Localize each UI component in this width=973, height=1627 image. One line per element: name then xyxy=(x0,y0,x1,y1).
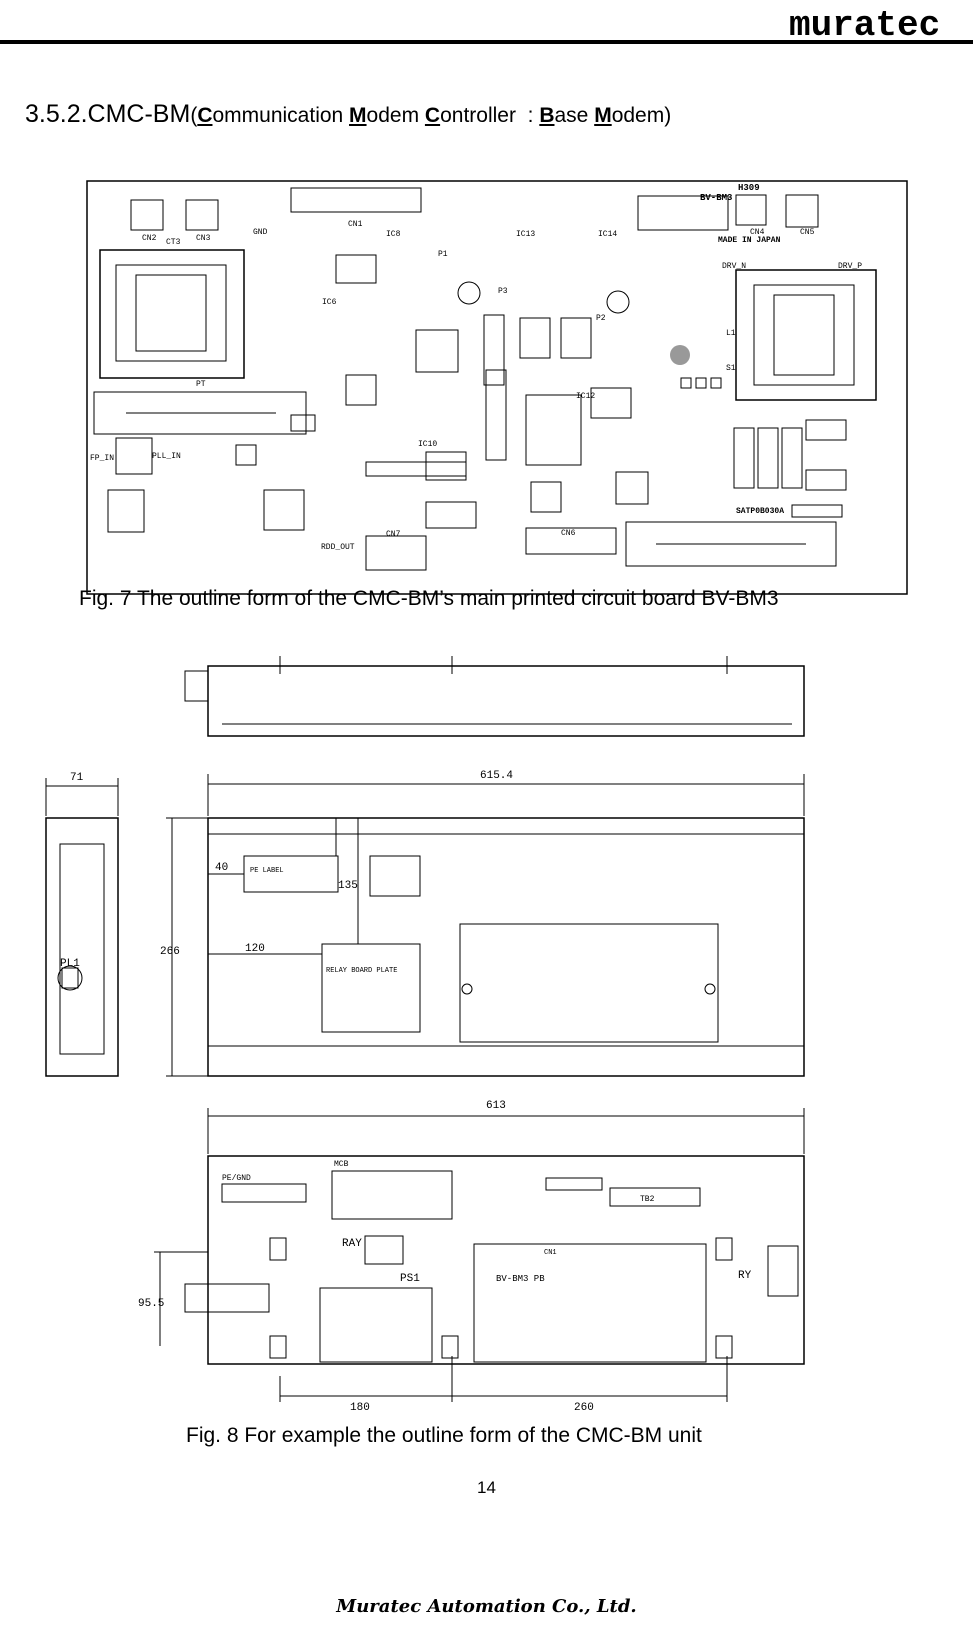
initial-b: B xyxy=(539,104,555,127)
pcb-label-cn3: CN3 xyxy=(196,234,211,243)
label-pe-label: PE LABEL xyxy=(250,867,284,875)
pcb-label-board-name: BV-BM3 xyxy=(700,193,732,203)
section-title: 3.5.2.CMC-BM(Communication Modem Control… xyxy=(25,100,671,129)
word-modem: odem xyxy=(366,104,425,127)
pcb-label-drv-n: DRV_N xyxy=(722,262,746,271)
pcb-label-s1: S1 xyxy=(726,364,736,373)
dim-260: 260 xyxy=(574,1402,594,1414)
pcb-label-cn4: CN4 xyxy=(750,228,765,237)
dim-615-4: 615.4 xyxy=(480,770,513,782)
figure7-caption: Fig. 7 The outline form of the CMC-BM’s … xyxy=(79,587,779,610)
word-base: ase xyxy=(554,104,595,127)
pcb-label-l1: L1 xyxy=(726,329,736,338)
pcb-label-cn7: CN7 xyxy=(386,530,401,539)
pcb-label-pll-in: PLL_IN xyxy=(152,452,181,461)
figure8-caption: Fig. 8 For example the outline form of t… xyxy=(186,1424,702,1447)
pcb-label-h309: H309 xyxy=(738,183,760,193)
pcb-label-pt: PT xyxy=(196,380,206,389)
dim-135: 135 xyxy=(338,880,358,892)
initial-m2: M xyxy=(594,104,612,127)
paren-close: ) xyxy=(664,104,672,127)
pcb-label-cn1: CN1 xyxy=(348,220,363,229)
label-ray: RAY xyxy=(342,1238,362,1250)
pcb-label-p3: P3 xyxy=(498,287,508,296)
pcb-label-ct3: CT3 xyxy=(166,238,181,247)
unit-outline-drawing: 71 615.4 40 135 120 266 613 95.5 180 260… xyxy=(45,656,805,1414)
section-number: 3.5.2.CMC-BM xyxy=(25,100,191,128)
pcb-label-made-in: MADE IN JAPAN xyxy=(718,236,781,245)
muratec-logo: muratec xyxy=(789,5,940,42)
label-ps1: PS1 xyxy=(400,1273,420,1285)
label-ry: RY xyxy=(738,1270,752,1282)
logo-text: muratec xyxy=(789,5,940,42)
footer-company: Muratec Automation Co., Ltd. xyxy=(336,1596,637,1617)
label-pl1: PL1 xyxy=(60,958,80,970)
label-tb2: TB2 xyxy=(640,1195,655,1204)
pcb-label-rdd-out: RDD_OUT xyxy=(321,543,355,552)
pcb-label-ic14: IC14 xyxy=(598,230,617,239)
pcb-label-ic10: IC10 xyxy=(418,440,437,449)
page-number: 14 xyxy=(477,1478,496,1497)
pcb-outline-drawing: BV-BM3 H309 MADE IN JAPAN SATP0B030A FP_… xyxy=(86,180,908,595)
pcb-label-fp-in: FP_IN xyxy=(90,454,114,463)
pcb-label-gnd: GND xyxy=(253,228,268,237)
initial-m: M xyxy=(349,104,367,127)
pcb-label-ic6: IC6 xyxy=(322,298,337,307)
word-modem2: odem xyxy=(611,104,665,127)
pcb-label-part-no: SATP0B030A xyxy=(736,507,784,516)
dim-180: 180 xyxy=(350,1402,370,1414)
label-mcb: MCB xyxy=(334,1160,349,1169)
pcb-label-ic12: IC12 xyxy=(576,392,595,401)
header-rule xyxy=(0,40,973,44)
pcb-label-ic8: IC8 xyxy=(386,230,401,239)
label-relay-plate: RELAY BOARD PLATE xyxy=(326,967,397,975)
label-pe-gnd: PE/GND xyxy=(222,1174,251,1183)
pcb-label-cn2: CN2 xyxy=(142,234,157,243)
pcb-label-p2: P2 xyxy=(596,314,606,323)
word-controller: ontroller : xyxy=(440,104,540,127)
dim-95-5: 95.5 xyxy=(138,1298,164,1310)
dim-71: 71 xyxy=(70,772,84,784)
dim-613: 613 xyxy=(486,1100,506,1112)
word-communication: ommunication xyxy=(212,104,350,127)
dim-266: 266 xyxy=(160,946,180,958)
initial-c: C xyxy=(197,104,213,127)
pcb-label-drv-p: DRV_P xyxy=(838,262,862,271)
paren-open: ( xyxy=(190,104,198,127)
dim-120: 120 xyxy=(245,943,265,955)
initial-c2: C xyxy=(424,104,441,127)
label-cn1-unit: CN1 xyxy=(544,1249,557,1257)
dim-40: 40 xyxy=(215,862,228,874)
label-bv-bm3-unit: BV-BM3 PB xyxy=(496,1274,545,1284)
pcb-label-ic13: IC13 xyxy=(516,230,535,239)
pcb-label-cn5: CN5 xyxy=(800,228,815,237)
pcb-label-cn6: CN6 xyxy=(561,529,576,538)
pcb-label-p1: P1 xyxy=(438,250,448,259)
